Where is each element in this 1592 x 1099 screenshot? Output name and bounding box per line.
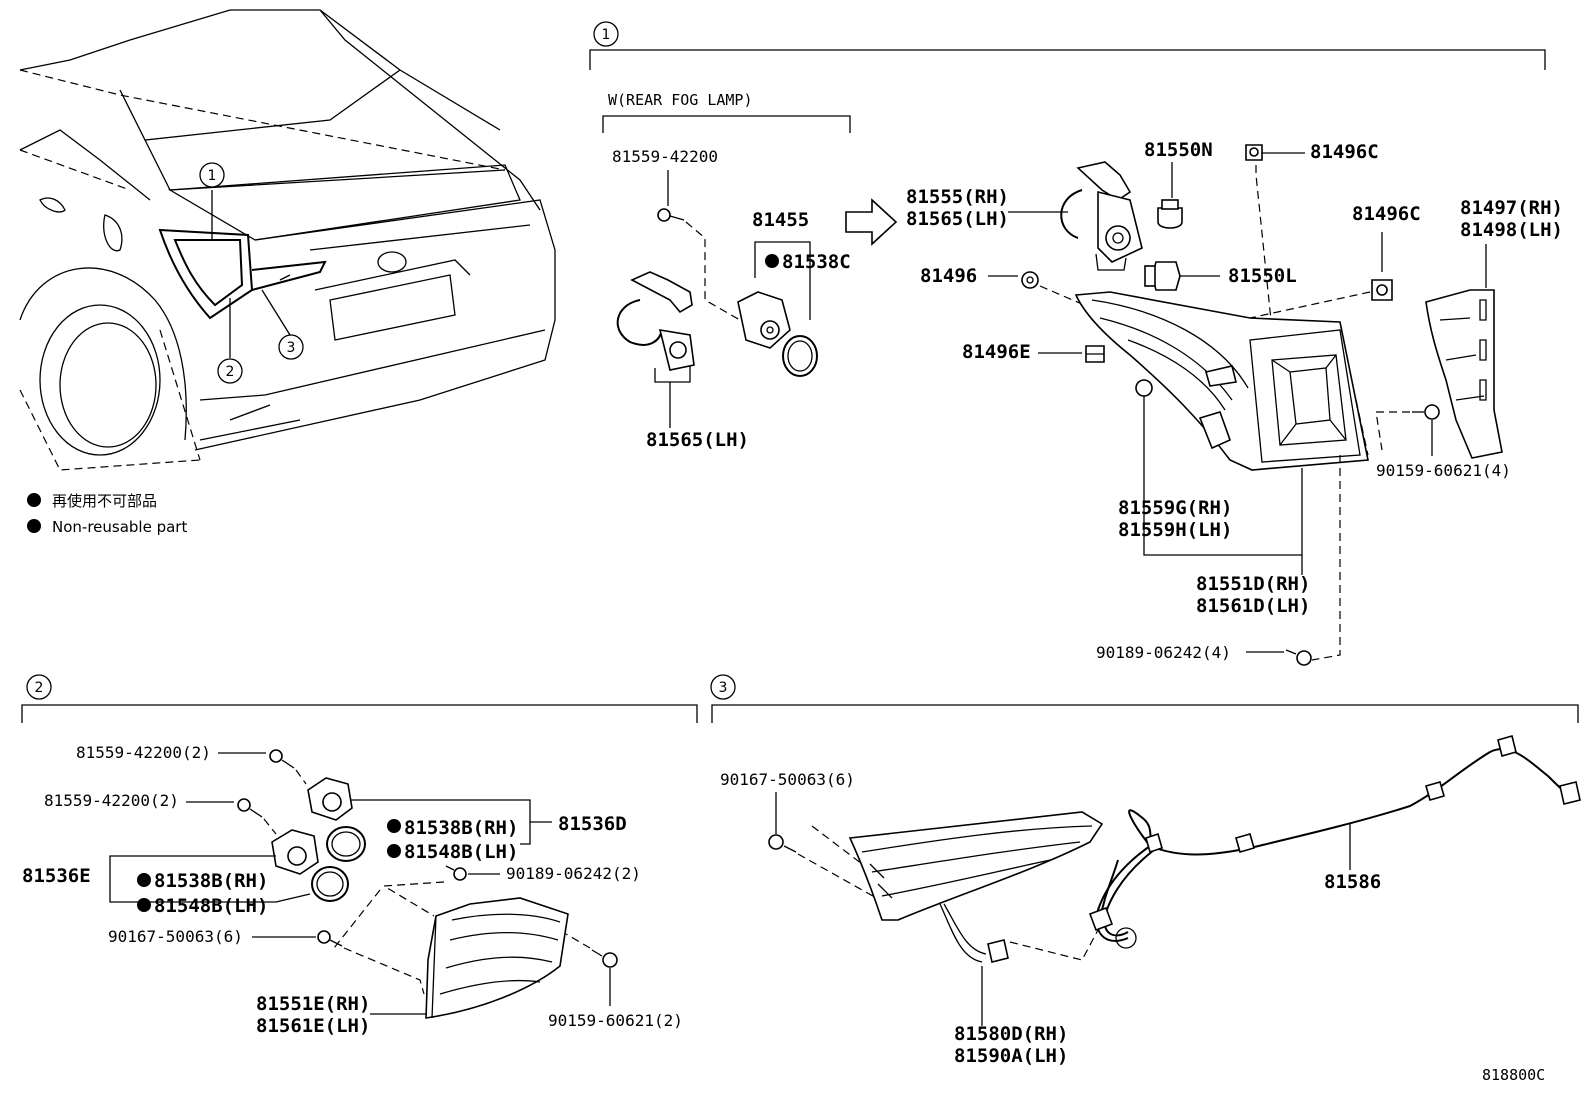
section-2: 2 81559-42200(2) 81538B(RH) 81548B(LH) 8… [21, 674, 698, 1037]
legend-jp: 再使用不可部品 [52, 492, 157, 510]
part-label-p81497rh: 81497(RH) [1460, 197, 1563, 219]
part-label-p81565lh: 81565(LH) [906, 208, 1009, 230]
part-label-p81559-42200: 81559-42200 [612, 147, 718, 166]
screw-90167-s3 [768, 834, 797, 853]
screw-81559-a [269, 749, 295, 769]
fog-lamp-header: W(REAR FOG LAMP) [608, 91, 753, 109]
tail-lamp-81551d [1074, 291, 1369, 471]
fog-screw [657, 208, 685, 222]
legend-en: Non-reusable part [52, 518, 187, 536]
part-label-p81559grh: 81559G(RH) [1118, 497, 1232, 519]
part-label-p81550l: 81550L [1228, 265, 1297, 287]
wire-harness-81586 [1088, 735, 1581, 949]
part-label-p81550n: 81550N [1144, 139, 1213, 161]
clip-81496e [1085, 345, 1105, 363]
part-label-p81538brh-b: 81538B(RH) [154, 870, 268, 892]
section-1-number: 1 [602, 27, 611, 43]
part-label-p81548blh-b: 81548B(LH) [154, 895, 268, 917]
socket-81536e [271, 829, 319, 875]
part-label-p90167-50063-6: 90167-50063(6) [108, 927, 243, 946]
bulb-81550n [1157, 199, 1183, 229]
bulb-81550l [1144, 261, 1181, 291]
screw-90159 [1412, 404, 1440, 420]
screw-90159-s2 [591, 949, 618, 968]
clip-81496c-mid [1371, 279, 1393, 301]
part-label-p81580drh: 81580D(RH) [954, 1023, 1068, 1045]
part-label-p81498lh: 81498(LH) [1460, 219, 1563, 241]
part-label-2: 3 [287, 340, 296, 356]
arrow-icon [845, 198, 898, 246]
screw-81559-b [237, 798, 263, 818]
garnish-lamp-81580d [848, 811, 1104, 921]
part-label-1: 2 [226, 364, 235, 380]
gasket-81538b-b [311, 866, 349, 902]
fog-gasket [782, 335, 818, 377]
part-label-p90159-60621-2: 90159-60621(2) [548, 1011, 683, 1030]
section-2-number: 2 [35, 680, 44, 696]
part-label-p81496c-mid: 81496C [1352, 203, 1421, 225]
part-label-p81551erh: 81551E(RH) [256, 993, 370, 1015]
part-label-p90189-06242-4: 90189-06242(4) [1096, 643, 1231, 662]
part-label-p81496e: 81496E [962, 341, 1031, 363]
part-label-p81496: 81496 [920, 265, 977, 287]
lamp-81551e [425, 897, 569, 1019]
main-harness [1060, 161, 1143, 271]
part-label-p81496c-top: 81496C [1310, 141, 1379, 163]
part-label-p81559-42200-2b: 81559-42200(2) [44, 791, 179, 810]
part-label-p81555rh: 81555(RH) [906, 186, 1009, 208]
fog-socket [737, 291, 791, 349]
fog-harness [616, 271, 695, 383]
clip-81559g [1135, 379, 1153, 397]
section-3: 3 90167-50063(6) 81580D(RH) 81590A(LH) [710, 674, 1581, 1067]
legend: 再使用不可部品 Non-reusable part [27, 492, 187, 536]
car-overview [19, 9, 556, 471]
overview-callout-2: 2 [217, 358, 243, 384]
part-label-p81538brh-a: 81538B(RH) [404, 817, 518, 839]
gasket-81538b-a [326, 826, 366, 862]
figure-code: 818800C [1482, 1066, 1545, 1084]
overview-callout-1: 1 [199, 162, 225, 188]
part-label-p81586: 81586 [1324, 871, 1381, 893]
bracket-81497 [1425, 289, 1503, 459]
socket-81536d [307, 777, 353, 821]
part-label-p81538c: 81538C [782, 251, 851, 273]
part-label-p81559hlh: 81559H(LH) [1118, 519, 1232, 541]
part-label-p81551drh: 81551D(RH) [1196, 573, 1310, 595]
part-label-p81548blh-a: 81548B(LH) [404, 841, 518, 863]
overview-callout-3: 3 [278, 334, 304, 360]
part-label-0: 1 [208, 168, 217, 184]
part-label-p81536d: 81536D [558, 813, 627, 835]
connector-81580d [987, 939, 1009, 963]
clip-81496c-top [1245, 144, 1263, 161]
part-label-p81559-42200-2a: 81559-42200(2) [76, 743, 211, 762]
part-label-p90189-06242-2: 90189-06242(2) [506, 864, 641, 883]
part-label-p81561elh: 81561E(LH) [256, 1015, 370, 1037]
part-label-p81561dlh: 81561D(LH) [1196, 595, 1310, 617]
screw-90167-s2 [317, 930, 343, 947]
section-1: 1 W(REAR FOG LAMP) 81559-42200 81455 815… [589, 21, 1563, 666]
part-label-p90167-50063-6: 90167-50063(6) [720, 770, 855, 789]
clip-81496 [1021, 271, 1039, 289]
part-label-p81590alh: 81590A(LH) [954, 1045, 1068, 1067]
part-label-p81455: 81455 [752, 209, 809, 231]
part-label-p81565lh-fog: 81565(LH) [646, 429, 749, 451]
screw-90189-4 [1285, 649, 1312, 666]
part-label-p90159-60621-4: 90159-60621(4) [1376, 461, 1511, 480]
screw-90189-2 [445, 865, 467, 881]
part-label-p81536e: 81536E [22, 865, 91, 887]
section-3-number: 3 [719, 680, 728, 696]
